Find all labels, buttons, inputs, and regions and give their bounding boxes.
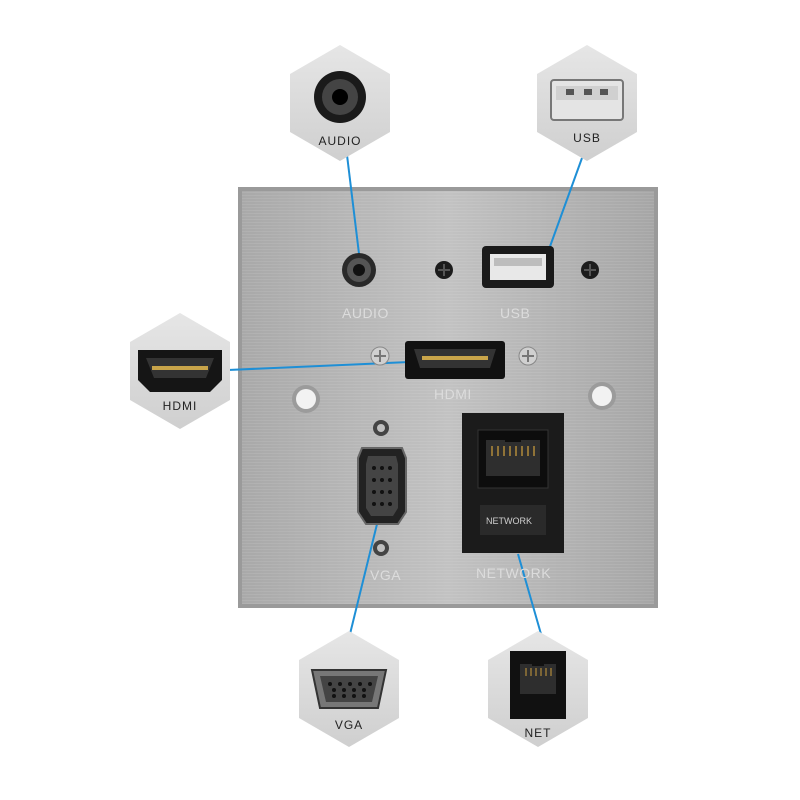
leader-line-vga bbox=[349, 519, 379, 635]
hdmi-port bbox=[405, 341, 505, 379]
usb-port bbox=[482, 246, 554, 288]
screw-icon bbox=[581, 261, 599, 279]
leader-line-usb bbox=[547, 157, 583, 253]
callout-audio: AUDIO bbox=[290, 45, 390, 161]
audio-jack-icon bbox=[314, 71, 366, 123]
callout-label-net: NET bbox=[525, 726, 552, 740]
screw-icon bbox=[518, 346, 538, 366]
screw-icon bbox=[373, 420, 389, 436]
ethernet-port-icon bbox=[510, 651, 566, 719]
audio-jack bbox=[342, 253, 376, 287]
callout-label-audio: AUDIO bbox=[318, 134, 361, 148]
callout-usb: USB bbox=[537, 45, 637, 161]
callout-vga: VGA bbox=[299, 631, 399, 747]
plate-label-vga: VGA bbox=[370, 567, 401, 583]
mounting-hole bbox=[588, 382, 616, 410]
plate-label-hdmi: HDMI bbox=[434, 386, 472, 402]
hdmi-port-icon bbox=[138, 350, 222, 392]
plate-label-network: NETWORK bbox=[476, 565, 551, 581]
callout-label-usb: USB bbox=[573, 131, 601, 145]
screw-icon bbox=[373, 540, 389, 556]
usb-port-icon bbox=[550, 79, 624, 121]
callout-label-hdmi: HDMI bbox=[163, 399, 198, 413]
network-jack bbox=[462, 413, 564, 553]
screw-icon bbox=[370, 346, 390, 366]
plate-label-audio: AUDIO bbox=[342, 305, 389, 321]
mounting-hole bbox=[292, 385, 320, 413]
vga-port-icon bbox=[310, 669, 388, 709]
leader-line-audio bbox=[346, 154, 361, 263]
leader-line-net bbox=[517, 553, 542, 635]
callout-net: NET bbox=[488, 631, 588, 747]
network-jack-label: NETWORK bbox=[486, 516, 532, 526]
callout-hdmi: HDMI bbox=[130, 313, 230, 429]
wall-plate bbox=[238, 187, 658, 608]
callout-label-vga: VGA bbox=[335, 718, 363, 732]
screw-icon bbox=[435, 261, 453, 279]
vga-port bbox=[357, 447, 407, 525]
plate-label-usb: USB bbox=[500, 305, 530, 321]
